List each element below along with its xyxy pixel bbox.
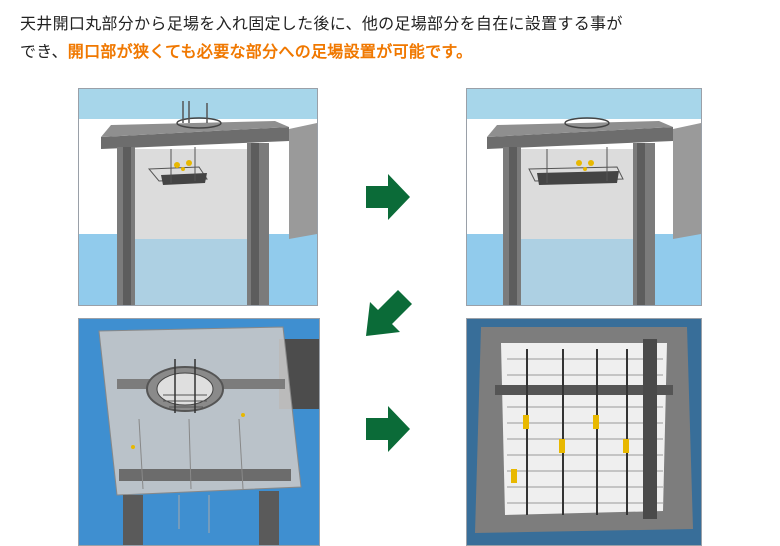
step-3-image <box>78 318 320 546</box>
caption-line-2: でき、開口部が狭くても必要な部分への足場設置が可能です。 <box>20 38 765 66</box>
step-4-illustration <box>467 319 701 545</box>
step-2-image <box>466 88 702 306</box>
step-4-image <box>466 318 702 546</box>
step-2-illustration <box>467 89 701 305</box>
step-3-illustration <box>79 319 319 545</box>
caption-line-1: 天井開口丸部分から足場を入れ固定した後に、他の足場部分を自在に設置する事が <box>20 14 623 33</box>
caption-line-2-prefix: でき、 <box>20 42 68 61</box>
caption-highlight: 開口部が狭くても必要な部分への足場設置が可能です。 <box>67 42 473 61</box>
arrow-right-bottom-icon <box>366 406 410 452</box>
arrow-down-left-icon <box>366 290 412 336</box>
caption: 天井開口丸部分から足場を入れ固定した後に、他の足場部分を自在に設置する事が でき… <box>20 10 765 66</box>
arrow-right-top-icon <box>366 174 410 220</box>
step-1-image <box>78 88 318 306</box>
step-1-illustration <box>79 89 317 305</box>
